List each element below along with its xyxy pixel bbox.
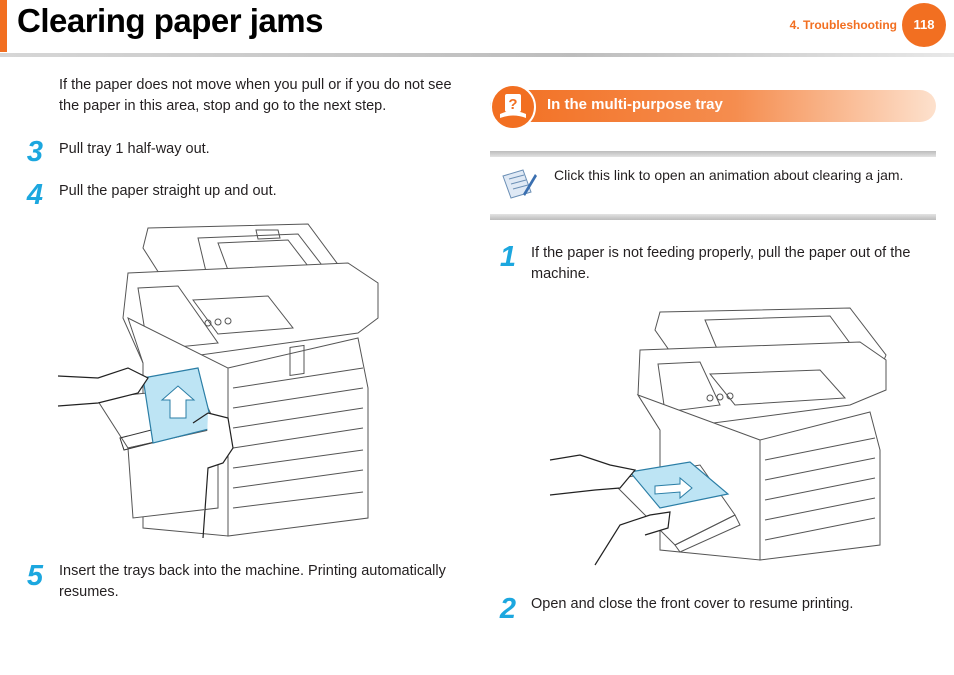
- page-number-badge: 118: [902, 3, 946, 47]
- step-number-5: 5: [26, 560, 44, 592]
- section-banner: [490, 90, 936, 122]
- section-breadcrumb[interactable]: 4. Troubleshooting: [789, 18, 897, 32]
- svg-text:?: ?: [508, 96, 517, 113]
- step-number-2: 2: [499, 593, 517, 625]
- question-book-icon: ?: [490, 84, 536, 130]
- step-number-4: 4: [26, 179, 44, 211]
- note-bottom-rule: [490, 214, 936, 220]
- header-divider: [0, 53, 954, 57]
- section-banner-title: In the multi-purpose tray: [547, 96, 723, 113]
- title-accent-bar: [0, 0, 7, 52]
- step-text-1: If the paper is not feeding properly, pu…: [531, 245, 911, 282]
- step-number-3: 3: [26, 136, 44, 168]
- note-top-rule: [490, 151, 936, 157]
- animation-note-icon[interactable]: [499, 166, 537, 202]
- printer-tray-jam-illustration: [57, 223, 379, 539]
- step-text-3: Pull tray 1 half-way out.: [59, 141, 210, 157]
- intro-paragraph: If the paper does not move when you pull…: [59, 77, 452, 114]
- step-text-2: Open and close the front cover to resume…: [531, 596, 854, 612]
- step-text-4: Pull the paper straight up and out.: [59, 183, 277, 199]
- animation-link-text[interactable]: Click this link to open an animation abo…: [554, 167, 904, 183]
- step-text-5: Insert the trays back into the machine. …: [59, 563, 446, 600]
- page-title: Clearing paper jams: [17, 2, 323, 39]
- step-number-1: 1: [499, 241, 517, 273]
- printer-mp-tray-illustration: [549, 307, 887, 566]
